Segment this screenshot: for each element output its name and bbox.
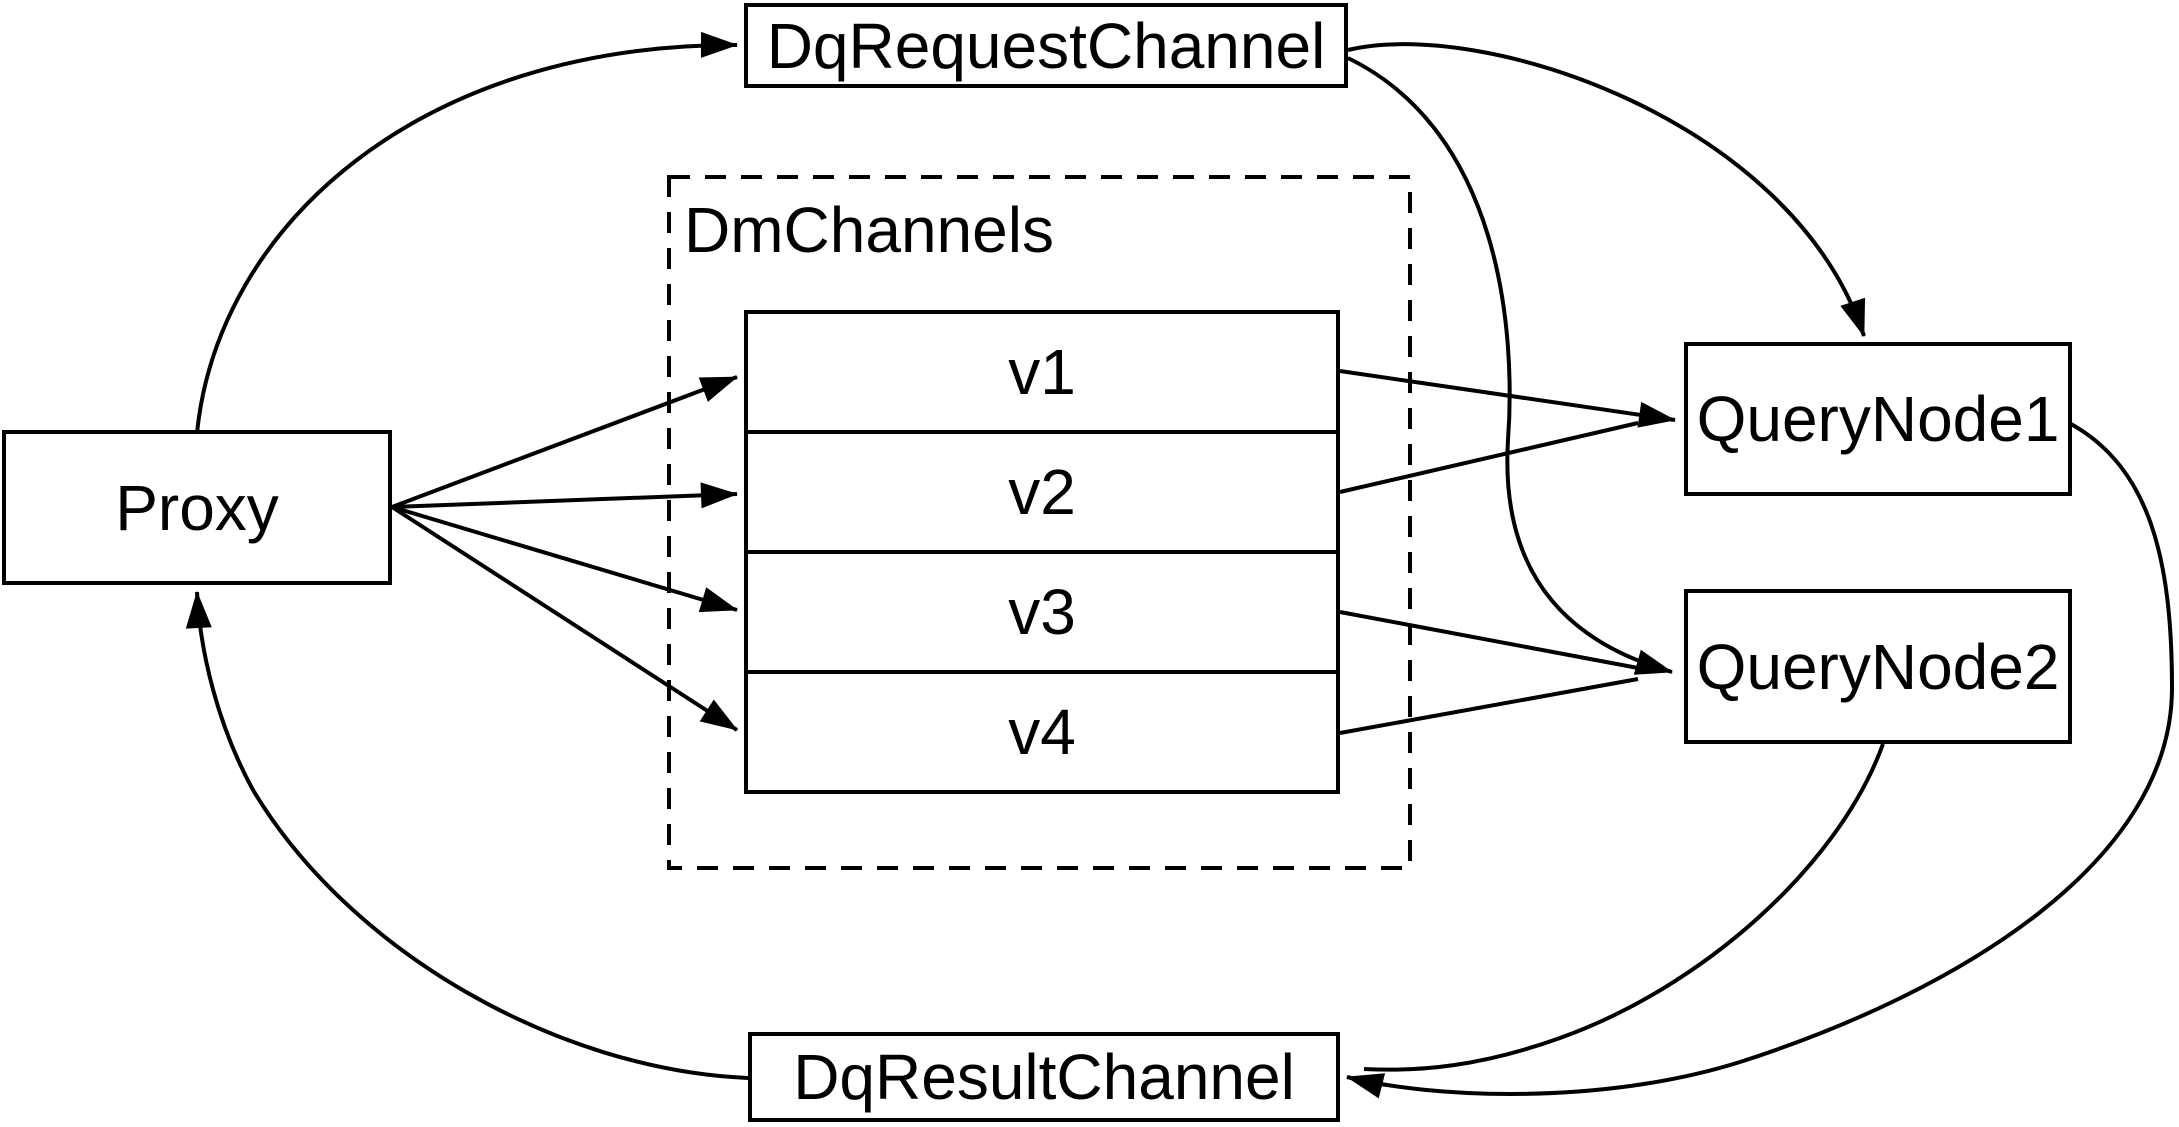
query-node-2-label: QueryNode2 bbox=[1696, 630, 2060, 703]
channel-v1-label: v1 bbox=[1008, 336, 1076, 408]
edge-v2-to-query-node-1 bbox=[1339, 421, 1639, 494]
edge-proxy-to-v4 bbox=[390, 505, 739, 732]
dm-channels-boundary bbox=[667, 175, 1412, 870]
edge-proxy-to-request-channel bbox=[195, 31, 738, 434]
query-node-1-label: QueryNode1 bbox=[1696, 383, 2060, 455]
edge-proxy-to-v2 bbox=[391, 482, 738, 509]
edge-result-channel-to-proxy bbox=[185, 591, 749, 1080]
channel-v2-label: v2 bbox=[1008, 456, 1076, 528]
edge-proxy-to-v3 bbox=[391, 505, 738, 613]
result-channel-node: DqResultChannel bbox=[748, 1032, 1340, 1122]
channel-row-v1: v1 bbox=[748, 314, 1336, 430]
channel-v3-label: v3 bbox=[1008, 576, 1076, 648]
channel-v4-label: v4 bbox=[1008, 696, 1076, 768]
edge-query-node-1-to-result-channel bbox=[1346, 422, 2175, 1099]
dm-channels-table: v1 v2 v3 v4 bbox=[744, 310, 1340, 794]
edge-v3-to-query-node-2 bbox=[1339, 610, 1639, 670]
edge-query-node-2-to-result-channel bbox=[1363, 743, 1885, 1072]
query-node-1: QueryNode1 bbox=[1684, 342, 2072, 496]
query-node-2: QueryNode2 bbox=[1684, 589, 2072, 744]
edge-request-channel-to-query-node-2 bbox=[1347, 56, 1673, 675]
edge-v1-to-query-node-1 bbox=[1339, 369, 1676, 428]
channel-row-v3: v3 bbox=[748, 550, 1336, 670]
proxy-label: Proxy bbox=[115, 471, 279, 544]
result-channel-label: DqResultChannel bbox=[793, 1041, 1295, 1113]
proxy-node: Proxy bbox=[2, 430, 392, 585]
edge-v4-to-query-node-2 bbox=[1339, 677, 1639, 735]
edge-proxy-to-v1 bbox=[391, 375, 738, 509]
request-channel-node: DqRequestChannel bbox=[744, 3, 1348, 88]
channel-row-v2: v2 bbox=[748, 430, 1336, 550]
request-channel-label: DqRequestChannel bbox=[766, 9, 1326, 82]
dm-channels-label: DmChannels bbox=[684, 194, 1054, 266]
channel-row-v4: v4 bbox=[748, 670, 1336, 790]
edge-request-channel-to-query-node-1 bbox=[1347, 42, 1866, 337]
